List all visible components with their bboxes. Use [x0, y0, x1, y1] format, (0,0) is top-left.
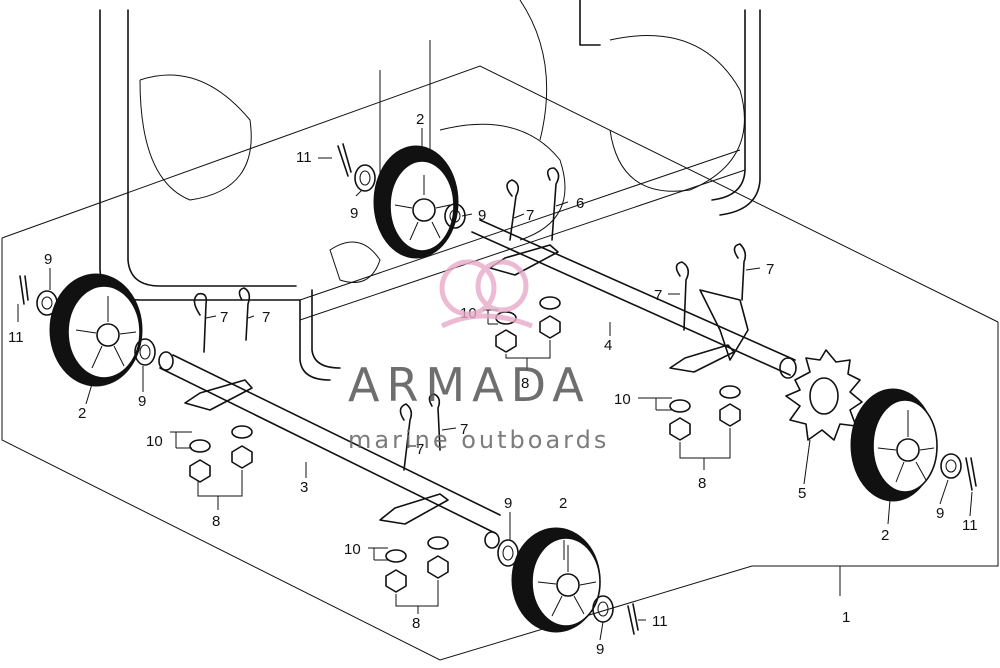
part-label-8-c: 8 [521, 375, 529, 392]
part-label-7-g: 7 [766, 261, 774, 278]
part-label-10-d: 10 [614, 391, 631, 408]
part-label-4: 4 [604, 337, 612, 354]
part-label-11-b: 11 [8, 329, 24, 346]
wheel-top [373, 145, 459, 259]
part-label-11-d: 11 [962, 517, 978, 534]
part-label-7-b: 7 [220, 309, 228, 326]
part-label-9-g: 9 [936, 505, 944, 522]
axle-shaft-4 [471, 219, 797, 379]
part-label-11-a: 11 [296, 149, 312, 166]
part-label-8-d: 8 [698, 475, 706, 492]
part-label-9-a: 9 [350, 205, 358, 222]
part-label-9-e: 9 [504, 495, 512, 512]
part-label-2-top: 2 [416, 111, 424, 128]
spring-hooks-7 [193, 167, 747, 471]
generator-frame-outline [99, 0, 761, 381]
part-label-7-a: 7 [262, 309, 270, 326]
part-label-8-a: 8 [212, 513, 220, 530]
wheel-bottom [511, 527, 601, 633]
part-label-9-d: 9 [478, 207, 486, 224]
part-label-9-c: 9 [138, 393, 146, 410]
part-label-6: 6 [576, 195, 584, 212]
part-label-3: 3 [300, 479, 308, 496]
assembly-boundary [1, 65, 999, 661]
washers-10-and-nuts-8 [189, 296, 741, 593]
part-label-9-f: 9 [596, 641, 604, 658]
axle-shaft-3 [158, 351, 501, 549]
wheel-left [49, 273, 143, 387]
part-label-7-f: 7 [654, 287, 662, 304]
armada-logo-icon [439, 259, 533, 329]
wheel-right [850, 388, 938, 502]
part-label-10-a: 10 [146, 433, 163, 450]
watermark-title: ARMADA [348, 358, 591, 412]
watermark-subtitle: marine outboards [348, 426, 610, 454]
star-bracket-5 [785, 349, 863, 441]
washers-9 [36, 164, 962, 623]
part-label-11-c: 11 [652, 613, 668, 630]
part-label-7-c: 7 [460, 421, 468, 438]
part-label-7-d: 7 [416, 441, 424, 458]
part-label-8-b: 8 [412, 615, 420, 632]
part-label-10-b: 10 [344, 541, 361, 558]
part-label-2-bottom: 2 [559, 495, 567, 512]
part-label-9-b: 9 [44, 251, 52, 268]
part-label-5: 5 [798, 485, 806, 502]
cotter-pins-11 [19, 143, 977, 635]
part-label-1: 1 [842, 609, 850, 626]
part-label-2-right: 2 [881, 527, 889, 544]
part-label-2-left: 2 [78, 405, 86, 422]
part-label-7-e: 7 [526, 207, 534, 224]
